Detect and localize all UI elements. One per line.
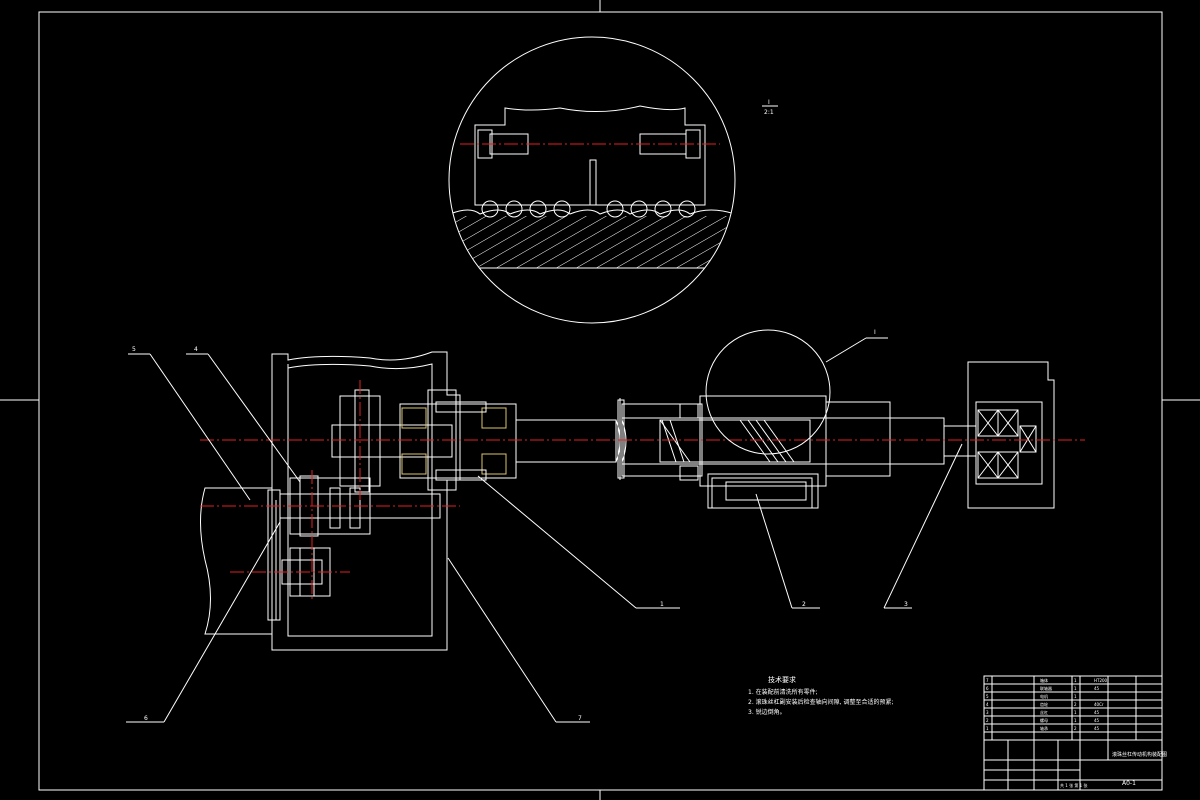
bom-material: HT200 xyxy=(1094,678,1108,683)
bom-qty: 2 xyxy=(1074,726,1077,731)
bom-no: 5 xyxy=(986,694,989,699)
bom-qty: 1 xyxy=(1074,678,1077,683)
bom-material: 45 xyxy=(1094,718,1100,723)
bom-no: 1 xyxy=(986,726,989,731)
bom-qty: 2 xyxy=(1074,702,1077,707)
bom-no: 6 xyxy=(986,686,989,691)
callout-7: 7 xyxy=(578,715,582,722)
sheet-info: 共 1 张 第 1 张 xyxy=(1060,782,1087,788)
motor-body xyxy=(200,487,273,635)
tech-req-title: 技术要求 xyxy=(768,675,796,684)
bom-name: 丝杠 xyxy=(1040,709,1048,715)
bom-name: 齿轮 xyxy=(1040,701,1048,707)
bom-name: 箱体 xyxy=(1040,677,1048,683)
drawing-number: A0-1 xyxy=(1122,780,1136,787)
ball-row xyxy=(481,200,696,218)
detail-label-top: I xyxy=(768,99,770,106)
callout-3: 3 xyxy=(904,601,908,608)
bom-name: 电机 xyxy=(1040,693,1048,699)
end-support xyxy=(943,361,1055,509)
leader-lines xyxy=(126,353,963,723)
title-block: 7 箱体 1 HT200 6 联轴器 1 45 5 电机 1 4 齿轮 2 40… xyxy=(983,675,1167,791)
callout-4: 4 xyxy=(194,346,198,353)
technical-requirements: 技术要求 1. 在装配前清洗所有零件; 2. 滚珠丝杠副安装后检查轴向间隙, 调… xyxy=(748,675,893,716)
main-assembly-view xyxy=(200,351,1085,651)
detail-callout-circle xyxy=(705,329,831,455)
detail-callout-label: I xyxy=(874,329,876,336)
callout-6: 6 xyxy=(144,715,148,722)
bom-no: 3 xyxy=(986,710,989,715)
bom-qty: 1 xyxy=(1074,686,1077,691)
bom-no: 2 xyxy=(986,718,989,723)
bom-name: 联轴器 xyxy=(1040,685,1052,691)
bom-qty: 1 xyxy=(1074,694,1077,699)
bom-qty: 1 xyxy=(1074,710,1077,715)
tech-req-line-2: 2. 滚珠丝杠副安装后检查轴向间隙, 调整至合适的预紧; xyxy=(748,698,893,706)
bom-material: 45 xyxy=(1094,726,1100,731)
callout-5: 5 xyxy=(132,346,136,353)
tech-req-line-3: 3. 锐边倒角。 xyxy=(748,708,786,716)
bom-qty: 1 xyxy=(1074,718,1077,723)
bom-name: 轴承 xyxy=(1040,725,1048,731)
detail-scale: 2:1 xyxy=(764,109,774,116)
detail-view-i: I 2:1 xyxy=(448,36,778,324)
callout-2: 2 xyxy=(802,601,806,608)
callout-1: 1 xyxy=(660,601,664,608)
bom-material: 45 xyxy=(1094,686,1100,691)
tech-req-line-1: 1. 在装配前清洗所有零件; xyxy=(748,688,818,696)
bom-material: 40Cr xyxy=(1094,702,1104,707)
bom-no: 7 xyxy=(986,678,989,683)
bom-no: 4 xyxy=(986,702,989,707)
bom-name: 螺母 xyxy=(1040,717,1048,723)
drawing-title: 滚珠丝杠传动机构装配图 xyxy=(1112,751,1167,758)
bom-material: 45 xyxy=(1094,710,1100,715)
